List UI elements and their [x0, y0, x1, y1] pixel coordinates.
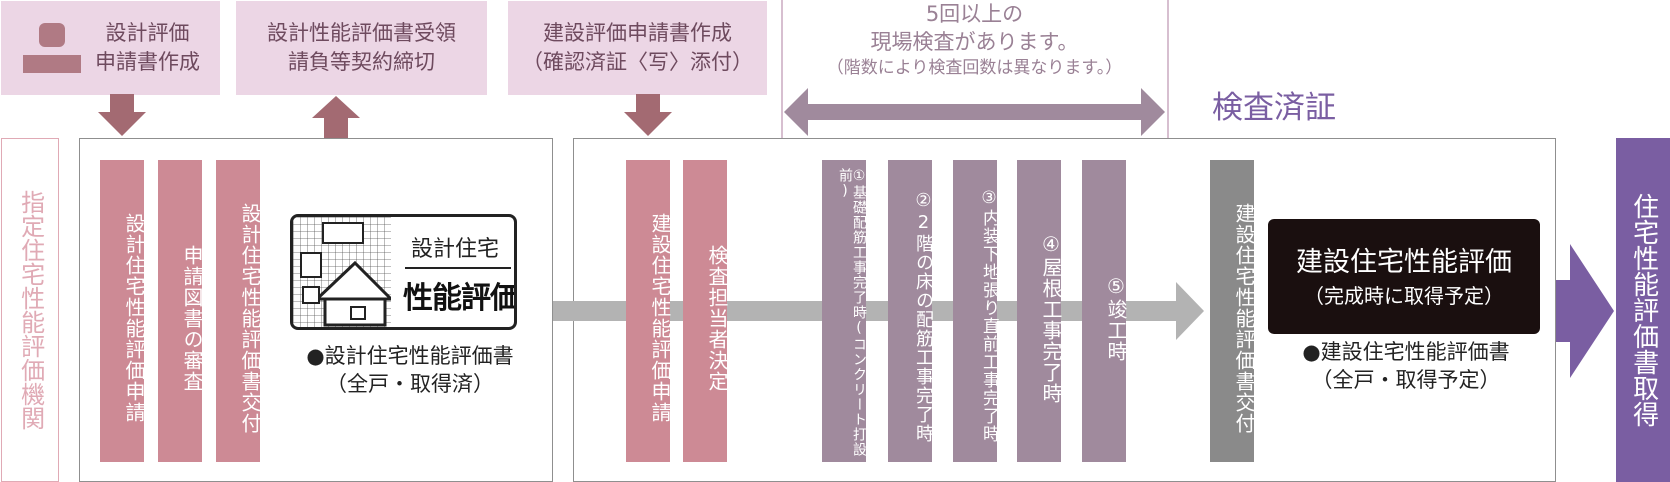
construction-result-line2: （全戸・取得予定） — [1311, 368, 1501, 392]
purple-arrow-icon — [1556, 244, 1614, 378]
right-label-box: 住宅性能評価書取得 — [1616, 138, 1670, 482]
step-design-report-issue: 設計住宅性能評価書交付 — [216, 160, 262, 462]
construction-box-line1: 建設住宅性能評価 — [1296, 246, 1512, 278]
inspection-2: ②2階の床の配筋工事完了時 — [888, 160, 934, 462]
top-box-1-line2: 申請書作成 — [95, 50, 200, 74]
double-arrow-icon — [784, 88, 1165, 136]
house-grid-icon — [293, 217, 391, 327]
step-4-label: 建設住宅性能評価申請 — [648, 213, 672, 423]
step-2-label: 申請図書の審査 — [180, 244, 204, 392]
step-3-label: 設計住宅性能評価書交付 — [238, 202, 262, 434]
construction-box-line2: （完成時に取得予定） — [1304, 283, 1504, 308]
step-1-label: 設計住宅性能評価申請 — [122, 213, 146, 423]
mark-divider — [405, 267, 511, 269]
down-arrow-icon — [98, 94, 146, 136]
inspection-note: 5回以上の 現場検査があります。 （階数により検査回数は異なります。） — [782, 0, 1167, 80]
step-construction-application: 建設住宅性能評価申請 — [626, 160, 672, 462]
step-construction-report-issue: 建設住宅性能評価書交付 — [1210, 160, 1256, 462]
inspection-3-label: ③内装下地張り直前工事完了時 — [979, 187, 999, 443]
design-result: ●設計住宅性能評価書 （全戸・取得済） — [276, 342, 544, 398]
left-label: 指定住宅性能評価機関 — [16, 190, 45, 430]
performance-mark: 設計住宅 性能評価 — [290, 214, 517, 330]
top-box-2-line2: 請負等契約締切 — [288, 50, 435, 74]
certificate-label: 検査済証 — [1212, 90, 1336, 126]
inspection-4: ④屋根工事完了時 — [1017, 160, 1063, 462]
inspection-5: ⑤竣工時 — [1082, 160, 1128, 462]
inspection-3: ③内装下地張り直前工事完了時 — [953, 160, 999, 462]
inspection-note-small: （階数により検査回数は異なります。） — [826, 58, 1123, 78]
right-label: 住宅性能評価書取得 — [1628, 193, 1659, 427]
top-box-2-line1: 設計性能評価書受領 — [267, 21, 456, 45]
design-result-line1: ●設計住宅性能評価書 — [306, 344, 514, 368]
flow-arrowhead-icon — [1176, 282, 1204, 340]
construction-result: ●建設住宅性能評価書 （全戸・取得予定） — [1270, 338, 1542, 394]
down-arrow-icon — [624, 94, 672, 136]
top-box-3-line1: 建設評価申請書作成 — [543, 21, 732, 45]
inspection-1-label: ①基礎配筋工事完了時(コンクリート打設前) — [837, 168, 867, 457]
top-box-construction-application: 建設評価申請書作成 （確認済証〈写〉添付） — [508, 1, 767, 95]
top-box-3-line2: （確認済証〈写〉添付） — [522, 50, 753, 74]
top-box-design-application: 設計評価 申請書作成 — [1, 1, 220, 95]
design-result-line2: （全戸・取得済） — [326, 372, 494, 396]
inspection-2-label: ②2階の床の配筋工事完了時 — [913, 189, 934, 443]
person-icon — [23, 23, 81, 73]
step-inspector-assignment: 検査担当者決定 — [683, 160, 729, 462]
step-document-review: 申請図書の審査 — [158, 160, 204, 462]
step-5-label: 検査担当者決定 — [705, 244, 729, 392]
top-box-1-line1: 設計評価 — [105, 21, 190, 45]
step-design-application: 設計住宅性能評価申請 — [100, 160, 146, 462]
up-arrow-icon — [312, 96, 360, 138]
inspection-4-label: ④屋根工事完了時 — [1039, 232, 1063, 404]
inspection-line2: 現場検査があります。 — [870, 30, 1079, 54]
inspection-1: ①基礎配筋工事完了時(コンクリート打設前) — [822, 160, 867, 462]
mark-big-text: 性能評価 — [403, 281, 517, 316]
left-label-box: 指定住宅性能評価機関 — [1, 138, 59, 482]
inspection-5-label: ⑤竣工時 — [1104, 274, 1128, 362]
inspection-line1: 5回以上の — [925, 2, 1024, 26]
construction-evaluation-box: 建設住宅性能評価 （完成時に取得予定） — [1268, 219, 1540, 334]
top-box-design-report-receipt: 設計性能評価書受領 請負等契約締切 — [236, 1, 487, 95]
construction-result-line1: ●建設住宅性能評価書 — [1302, 340, 1510, 364]
mark-small-text: 設計住宅 — [411, 237, 500, 262]
step-11-label: 建設住宅性能評価書交付 — [1232, 202, 1256, 434]
